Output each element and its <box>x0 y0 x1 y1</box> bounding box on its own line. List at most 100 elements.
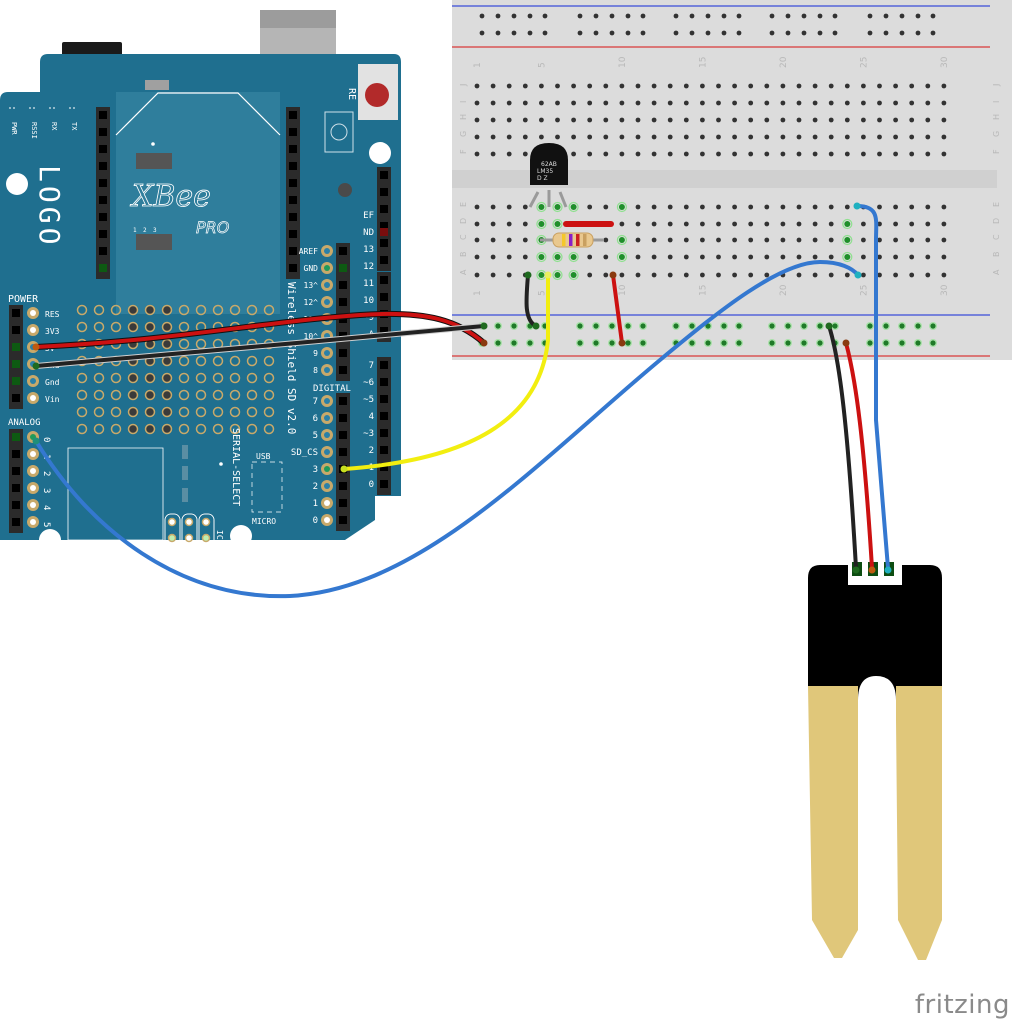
breadboard-hole[interactable] <box>619 151 625 157</box>
breadboard-hole[interactable] <box>796 204 802 210</box>
rail-hole[interactable] <box>883 340 889 346</box>
breadboard-hole[interactable] <box>538 272 545 278</box>
header-right-top-pin[interactable] <box>289 230 297 238</box>
rail-hole[interactable] <box>673 13 679 19</box>
breadboard-hole[interactable] <box>522 237 528 243</box>
header-right-top-pin[interactable] <box>289 196 297 204</box>
breadboard-hole[interactable] <box>877 134 882 140</box>
breadboard-hole[interactable] <box>506 83 512 89</box>
digital-header-top-pin[interactable] <box>339 247 347 255</box>
breadboard-hole[interactable] <box>683 254 689 260</box>
header-far-right-mid-pin[interactable] <box>380 293 388 301</box>
breadboard-hole[interactable] <box>474 237 480 243</box>
breadboard-hole[interactable] <box>506 237 512 243</box>
breadboard-hole[interactable] <box>667 100 673 106</box>
breadboard-hole[interactable] <box>683 237 689 243</box>
digital-top-pad-hole[interactable] <box>324 265 330 271</box>
breadboard-hole[interactable] <box>941 117 947 123</box>
digital-bottom-pad-hole[interactable] <box>324 466 330 472</box>
breadboard-hole[interactable] <box>667 221 673 227</box>
breadboard-hole[interactable] <box>925 221 931 227</box>
breadboard-hole[interactable] <box>893 134 898 140</box>
breadboard-hole[interactable] <box>828 117 834 123</box>
rail-hole[interactable] <box>832 13 838 19</box>
breadboard-hole[interactable] <box>587 117 593 123</box>
breadboard-hole[interactable] <box>796 134 802 140</box>
rail-hole[interactable] <box>625 323 631 329</box>
analog-header-pin[interactable] <box>12 518 20 526</box>
analog-header-pin[interactable] <box>12 467 20 475</box>
wire-end[interactable] <box>609 271 617 279</box>
breadboard-hole[interactable] <box>796 83 802 89</box>
breadboard-hole[interactable] <box>619 221 625 227</box>
breadboard-hole[interactable] <box>474 151 480 157</box>
breadboard-hole[interactable] <box>732 254 737 260</box>
breadboard-hole[interactable] <box>893 204 898 210</box>
rail-hole[interactable] <box>801 30 807 36</box>
breadboard-hole[interactable] <box>700 83 705 89</box>
rail-hole[interactable] <box>801 323 807 329</box>
digital-top-pad-hole[interactable] <box>324 350 330 356</box>
breadboard-hole[interactable] <box>539 134 544 140</box>
breadboard-hole[interactable] <box>780 83 786 89</box>
breadboard-hole[interactable] <box>651 254 657 260</box>
breadboard-hole[interactable] <box>506 151 512 157</box>
breadboard-hole[interactable] <box>603 204 609 210</box>
digital-header-bottom-pin[interactable] <box>339 499 347 507</box>
rail-hole[interactable] <box>801 340 807 346</box>
breadboard-hole[interactable] <box>522 221 528 227</box>
breadboard-hole[interactable] <box>474 221 480 227</box>
rail-hole[interactable] <box>542 30 548 36</box>
breadboard-hole[interactable] <box>909 237 915 243</box>
breadboard-hole[interactable] <box>571 151 576 157</box>
rail-hole[interactable] <box>883 30 889 36</box>
breadboard-hole[interactable] <box>635 117 641 123</box>
breadboard-hole[interactable] <box>941 254 947 260</box>
rail-hole[interactable] <box>930 30 936 36</box>
breadboard-hole[interactable] <box>587 204 593 210</box>
breadboard-hole[interactable] <box>780 151 786 157</box>
breadboard-hole[interactable] <box>506 204 512 210</box>
breadboard-hole[interactable] <box>603 100 609 106</box>
breadboard-hole[interactable] <box>603 83 609 89</box>
breadboard-hole[interactable] <box>554 254 561 260</box>
breadboard-hole[interactable] <box>570 272 577 278</box>
breadboard-hole[interactable] <box>700 134 705 140</box>
breadboard-hole[interactable] <box>651 221 657 227</box>
breadboard-hole[interactable] <box>651 151 657 157</box>
rail-hole[interactable] <box>801 13 807 19</box>
breadboard-hole[interactable] <box>603 237 609 243</box>
breadboard-hole[interactable] <box>893 151 898 157</box>
breadboard-hole[interactable] <box>635 221 641 227</box>
header-far-right-mid-pin[interactable] <box>380 276 388 284</box>
header-right-top-pin[interactable] <box>289 128 297 136</box>
breadboard-hole[interactable] <box>764 272 770 278</box>
breadboard-hole[interactable] <box>812 254 818 260</box>
breadboard-hole[interactable] <box>490 272 496 278</box>
digital-bottom-pad-hole[interactable] <box>324 483 330 489</box>
rail-hole[interactable] <box>736 340 742 346</box>
soil-moisture-sensor[interactable] <box>808 562 942 1000</box>
header-right-top-pin[interactable] <box>289 162 297 170</box>
breadboard-hole[interactable] <box>732 221 737 227</box>
breadboard-hole[interactable] <box>764 100 770 106</box>
breadboard-hole[interactable] <box>925 254 931 260</box>
rail-hole[interactable] <box>915 30 921 36</box>
breadboard-hole[interactable] <box>522 254 528 260</box>
power-header-pin[interactable] <box>12 377 20 385</box>
breadboard-hole[interactable] <box>748 134 754 140</box>
rail-hole[interactable] <box>495 323 501 329</box>
rail-hole[interactable] <box>930 13 936 19</box>
rail-hole[interactable] <box>817 13 823 19</box>
reset-button[interactable] <box>365 83 389 107</box>
breadboard-hole[interactable] <box>539 83 544 89</box>
rail-hole[interactable] <box>577 340 583 346</box>
breadboard-hole[interactable] <box>587 272 593 278</box>
breadboard-hole[interactable] <box>474 117 480 123</box>
rail-hole[interactable] <box>527 30 533 36</box>
wire-end[interactable] <box>32 362 40 370</box>
breadboard-hole[interactable] <box>683 151 689 157</box>
icsp-pin[interactable] <box>184 533 194 543</box>
breadboard-hole[interactable] <box>909 100 915 106</box>
breadboard-hole[interactable] <box>587 151 593 157</box>
